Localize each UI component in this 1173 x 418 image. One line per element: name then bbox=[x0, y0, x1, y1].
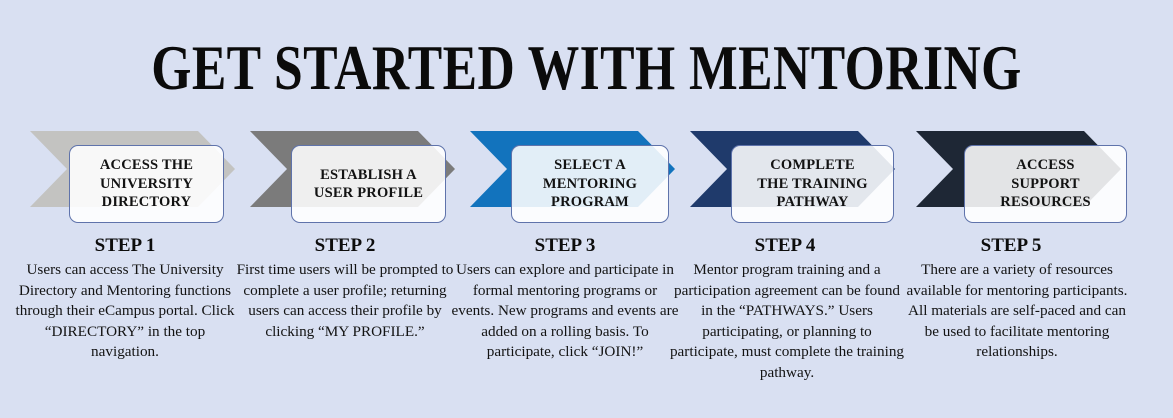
step-card-label-4: COMPLETE THE TRAINING PATHWAY bbox=[757, 157, 868, 211]
step-card-4: COMPLETE THE TRAINING PATHWAY bbox=[731, 145, 894, 223]
step-item-4: COMPLETE THE TRAINING PATHWAY STEP 4 Men… bbox=[668, 118, 904, 418]
step-heading-2: STEP 2 bbox=[314, 235, 376, 256]
step-heading-4: STEP 4 bbox=[754, 235, 816, 256]
step-body-5: There are a variety of resources availab… bbox=[906, 261, 1128, 360]
step-heading-3: STEP 3 bbox=[534, 235, 596, 256]
step-item-3: SELECT A MENTORING PROGRAM STEP 3 Users … bbox=[448, 118, 682, 418]
step-card-label-3: SELECT A MENTORING PROGRAM bbox=[542, 157, 638, 211]
step-card-1: ACCESS THE UNIVERSITY DIRECTORY bbox=[69, 145, 224, 223]
step-body-1: Users can access The University Director… bbox=[15, 261, 235, 360]
step-card-label-5: ACCESS SUPPORT RESOURCES bbox=[1000, 157, 1091, 211]
step-body-2: First time users will be prompted to com… bbox=[236, 261, 454, 340]
step-body-4: Mentor program training and a participat… bbox=[669, 261, 905, 381]
step-heading-5: STEP 5 bbox=[980, 235, 1042, 256]
step-body-3: Users can explore and participate in for… bbox=[451, 261, 679, 360]
step-item-1: ACCESS THE UNIVERSITY DIRECTORY STEP 1 U… bbox=[8, 118, 242, 418]
step-heading-1: STEP 1 bbox=[94, 235, 156, 256]
step-card-5: ACCESS SUPPORT RESOURCES bbox=[964, 145, 1127, 223]
step-card-label-1: ACCESS THE UNIVERSITY DIRECTORY bbox=[99, 157, 194, 211]
steps-row: ACCESS THE UNIVERSITY DIRECTORY STEP 1 U… bbox=[0, 118, 1173, 418]
step-item-5: ACCESS SUPPORT RESOURCES STEP 5 There ar… bbox=[894, 118, 1128, 418]
step-card-3: SELECT A MENTORING PROGRAM bbox=[511, 145, 669, 223]
step-card-2: ESTABLISH A USER PROFILE bbox=[291, 145, 446, 223]
step-item-2: ESTABLISH A USER PROFILE STEP 2 First ti… bbox=[228, 118, 462, 418]
page-title: GET STARTED WITH MENTORING bbox=[151, 33, 1022, 103]
step-card-label-2: ESTABLISH A USER PROFILE bbox=[313, 166, 424, 202]
